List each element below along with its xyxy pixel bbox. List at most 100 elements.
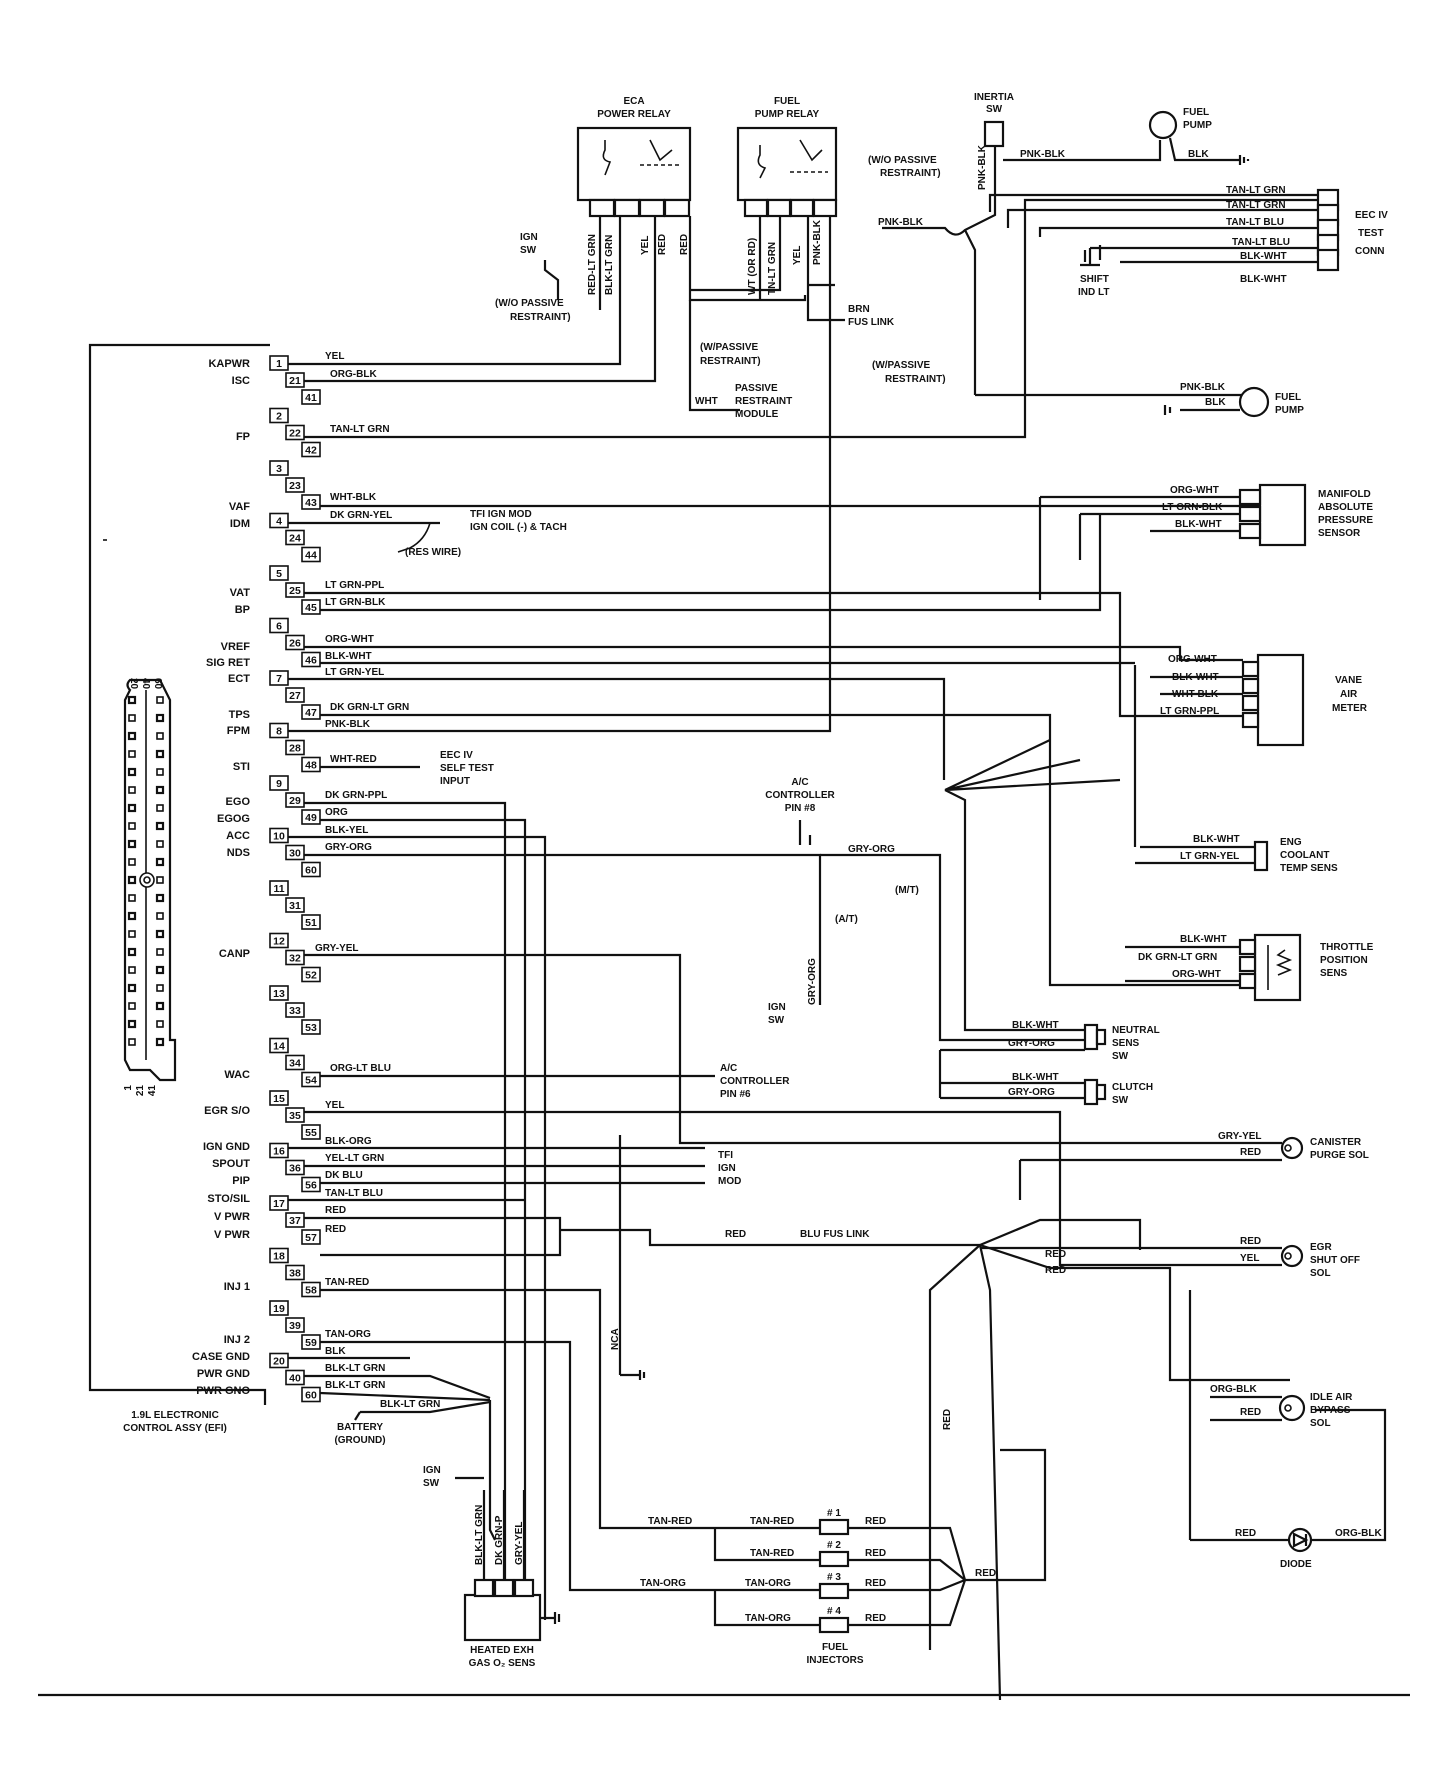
wire-label-60: BLK-LT GRN — [325, 1380, 385, 1391]
wire-label-36: YEL-LT GRN — [325, 1153, 384, 1164]
wire-label-43: WHT-BLK — [330, 492, 377, 503]
ecu-pin-number: 47 — [305, 707, 317, 719]
ecu-line1: 1.9L ELECTRONIC — [131, 1410, 219, 1421]
ign-sw-top-line1: IGN — [520, 232, 538, 243]
ecu-pin-number: 46 — [305, 655, 317, 667]
label-kapwr: KAPWR — [208, 358, 250, 370]
wire-label-57: RED — [325, 1224, 346, 1235]
ac-pin8-line1: A/C — [791, 777, 808, 788]
connector-pin — [155, 1001, 165, 1011]
lbl-blk-wht-b: BLK-WHT — [1240, 274, 1287, 285]
ecu-pin-box — [285, 1317, 305, 1333]
lbl-org-blk-iab: ORG-BLK — [1210, 1384, 1257, 1395]
connector-pin — [128, 894, 136, 902]
neutral-line1: NEUTRAL — [1112, 1025, 1160, 1036]
wire-label-54: ORG-LT BLU — [330, 1063, 391, 1074]
connector-pin — [127, 767, 137, 777]
label-pwrgnd: PWR GND — [197, 1368, 250, 1380]
wire-label-32: GRY-YEL — [315, 943, 359, 954]
ecu-pin-box — [285, 739, 305, 756]
idle-air-line2: BYPASS — [1310, 1405, 1351, 1416]
fuel-pump-2 — [1163, 386, 1270, 418]
nca-label: NCA — [610, 1328, 621, 1350]
lbl-tan-red-1: TAN-RED — [648, 1516, 692, 1527]
ac-pin8-line2: CONTROLLER — [765, 790, 835, 801]
egr-shut-line2: SHUT OFF — [1310, 1255, 1360, 1266]
lbl-org-blk-diode: ORG-BLK — [1335, 1528, 1382, 1539]
lbl-yel-egr: YEL — [1240, 1253, 1259, 1264]
ecu-pin-box — [285, 792, 305, 808]
ign-sw-bot-line2: SW — [423, 1478, 440, 1489]
fuel-pump-top-line2: PUMP — [1183, 120, 1212, 131]
ecu-pin-box — [301, 809, 321, 825]
ecu-pin-number: 7 — [276, 673, 282, 685]
ecu-pin-box — [269, 1300, 289, 1316]
ecu-pin-number: 49 — [305, 812, 317, 824]
connector-pin — [155, 821, 165, 831]
ecu-pin-box — [285, 844, 305, 861]
lbl-wt-or-rd: WT (OR RD) — [747, 238, 758, 295]
inertia-line1: INERTIA — [974, 92, 1014, 103]
ecu-pin-box — [285, 1159, 305, 1176]
ecu-pin-box — [285, 1054, 305, 1071]
label-stosil: STO/SIL — [207, 1193, 250, 1205]
ecu-pin-box — [301, 494, 321, 510]
at-label: (A/T) — [835, 914, 858, 925]
conn-num-41: 41 — [147, 1085, 158, 1097]
label-fpm: FPM — [227, 725, 250, 737]
lbl-blk-ltgrn-o2: BLK-LT GRN — [474, 1505, 485, 1565]
conn-num-21: 21 — [135, 1085, 146, 1097]
lbl-tan-ltgrn-b: TAN-LT GRN — [1226, 200, 1286, 211]
ecu-pin-number: 37 — [289, 1215, 301, 1227]
ecu-pin-number: 35 — [289, 1110, 301, 1122]
label-vref: VREF — [221, 641, 251, 653]
ecu-pin-box — [269, 775, 289, 791]
ecu-pin-box — [269, 1037, 289, 1054]
lbl-gry-org-mid: GRY-ORG — [848, 844, 895, 855]
ecu-pin-box — [301, 389, 321, 405]
label-idm: IDM — [230, 518, 250, 530]
label-igngnd: IGN GND — [203, 1141, 250, 1153]
lbl-red-diode: RED — [1235, 1528, 1256, 1539]
label-canp: CANP — [219, 948, 250, 960]
heated-exh-line1: HEATED EXH — [470, 1645, 534, 1656]
lbl-tan-red-2: TAN-RED — [750, 1516, 794, 1527]
ecu-pin-number: 27 — [289, 690, 301, 702]
wo-passive-1-line2: RESTRAINT) — [880, 168, 941, 179]
connector-pin — [128, 930, 136, 938]
lbl-pnk-blk-3: PNK-BLK — [1180, 382, 1226, 393]
ecu-pin-number: 32 — [289, 953, 301, 965]
fuel-inj-line1: FUEL — [822, 1642, 848, 1653]
vane-line1: VANE — [1335, 675, 1362, 686]
ecu-pin-number: 43 — [305, 497, 317, 509]
lbl-ltgrn-yel-ect: LT GRN-YEL — [1180, 851, 1239, 862]
connector-pin — [128, 714, 136, 722]
ecu-pin-number: 6 — [276, 621, 282, 633]
tps-line2: POSITION — [1320, 955, 1368, 966]
label-casegnd: CASE GND — [192, 1351, 250, 1363]
passive-module-line1: PASSIVE — [735, 383, 778, 394]
wire-label-49: ORG — [325, 807, 348, 818]
clutch-line2: SW — [1112, 1095, 1129, 1106]
fuel-pump-2-line2: PUMP — [1275, 405, 1304, 416]
w-passive-2-line2: RESTRAINT) — [885, 374, 946, 385]
eng-coolant-sens — [1133, 665, 1269, 872]
lbl-dkgrn-ltgrn-tps: DK GRN-LT GRN — [1138, 952, 1217, 963]
wire-label-8: PNK-BLK — [325, 719, 371, 730]
ecu-pin-number: 14 — [273, 1041, 285, 1053]
inertia-switch — [983, 110, 1250, 190]
res-wire-label: (RES WIRE) — [405, 547, 461, 558]
lbl-red-relay2: RED — [679, 234, 690, 255]
wo-passive-2-line1: (W/O PASSIVE — [495, 298, 564, 309]
connector-pin — [156, 984, 164, 992]
lbl-yel-relay: YEL — [640, 236, 651, 255]
connector-pin — [127, 1019, 137, 1029]
wire-label-45: LT GRN-BLK — [325, 597, 386, 608]
connector-pin — [128, 1038, 136, 1046]
ecu-pin-box — [285, 1002, 305, 1018]
mt-label: (M/T) — [895, 885, 919, 896]
passive-module-line2: RESTRAINT — [735, 396, 792, 407]
ecu-pin-number: 39 — [289, 1320, 301, 1332]
label-vat: VAT — [230, 587, 251, 599]
ecu-pin-number: 3 — [276, 463, 282, 475]
